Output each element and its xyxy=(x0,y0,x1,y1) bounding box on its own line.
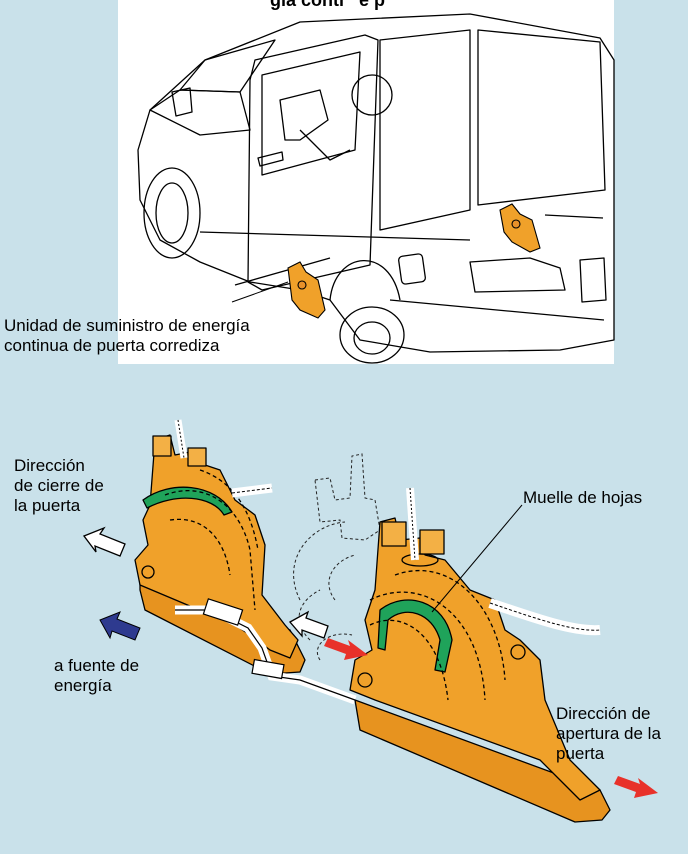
van-illustration xyxy=(137,13,615,364)
door-unit-small xyxy=(287,261,326,319)
power-cable xyxy=(175,598,357,705)
power-supply-unit-label: Unidad de suministro de energía continua… xyxy=(4,316,250,355)
unit-leader-line xyxy=(231,281,289,303)
opening-direction-arrow xyxy=(614,776,658,798)
body-unit-small xyxy=(499,203,541,253)
van-illustration-panel xyxy=(118,0,614,364)
left-power-unit xyxy=(134,419,306,675)
power-source-label: a fuente de energía xyxy=(54,656,140,695)
ghost-unit-dashed xyxy=(293,453,381,661)
opening-direction-label: Dirección de apertura de la puerta xyxy=(556,704,661,763)
closing-direction-label: Dirección de cierre de la puerta xyxy=(14,456,104,515)
spring-leader-line xyxy=(431,504,523,613)
transition-arrow-red xyxy=(324,638,368,660)
leaf-spring-label: Muelle de hojas xyxy=(523,488,643,507)
closing-direction-arrow xyxy=(82,526,126,557)
right-power-unit xyxy=(349,487,611,823)
power-source-arrow xyxy=(99,611,141,641)
transition-arrow-white xyxy=(288,610,329,639)
header-fragment: gía conti e p xyxy=(270,0,386,10)
